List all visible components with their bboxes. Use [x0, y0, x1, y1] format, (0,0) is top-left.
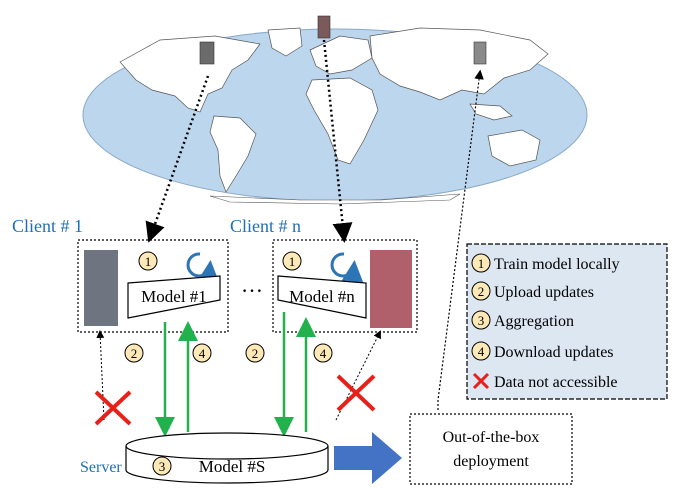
model1-trapezoid	[127, 275, 221, 319]
server-cylinder	[125, 432, 329, 484]
svg-text:4: 4	[320, 346, 327, 361]
deploy-arrow-icon	[334, 432, 402, 484]
svg-text:4: 4	[199, 346, 206, 361]
legend-circle-4	[471, 341, 491, 361]
svg-text:4: 4	[478, 344, 485, 359]
svg-text:3: 3	[159, 459, 166, 474]
legend-text-1: Train model locally	[494, 256, 620, 273]
step3-circle-server	[152, 456, 172, 476]
connector-client1	[145, 75, 210, 243]
svg-text:1: 1	[145, 254, 152, 269]
client1-box	[77, 239, 229, 333]
deployment-line2: deployment	[453, 453, 529, 470]
legend-text-4: Download updates	[494, 344, 614, 361]
svg-text:2: 2	[131, 346, 138, 361]
svg-text:3: 3	[478, 313, 485, 328]
legend-circle-2	[471, 281, 491, 301]
legend-text-2: Upload updates	[494, 284, 594, 301]
cycle-icon-clientn	[330, 252, 365, 286]
legend-text-3: Aggregation	[494, 313, 574, 330]
server-model-label: Model #S	[199, 457, 266, 476]
cross-icon-client1	[94, 390, 132, 426]
legend-circle-1	[471, 253, 491, 273]
svg-text:2: 2	[478, 284, 485, 299]
clientn-person-photo-icon	[370, 250, 412, 328]
modeln-label: Model #n	[289, 287, 355, 306]
step2-circle-clientn	[245, 343, 265, 363]
legend-cross-icon	[472, 372, 490, 390]
connector-deployment	[437, 69, 484, 410]
ellipsis: …	[241, 272, 263, 297]
deployment-box	[409, 413, 573, 485]
person-photo-europe-icon	[317, 15, 331, 39]
cycle-icon-client1	[186, 252, 221, 286]
clientn-box	[272, 239, 418, 333]
step4-circle-client1	[192, 343, 212, 363]
data-path-client1	[96, 330, 105, 421]
client1-person-photo-icon	[84, 250, 118, 326]
server-label: Server	[80, 459, 122, 476]
legend-circle-3	[471, 310, 491, 330]
legend-box	[466, 243, 668, 400]
step1-circle-clientn	[282, 251, 302, 271]
step1-circle-client1	[138, 251, 158, 271]
clientn-label: Client # n	[230, 216, 301, 236]
svg-text:1: 1	[478, 256, 485, 271]
client1-label: Client # 1	[12, 216, 83, 236]
model1-label: Model #1	[141, 287, 207, 306]
modeln-trapezoid	[277, 275, 367, 319]
step2-circle-client1	[124, 343, 144, 363]
deployment-line1: Out-of-the-box	[443, 429, 540, 446]
legend-text-5: Data not accessible	[494, 374, 618, 391]
svg-text:1: 1	[289, 254, 296, 269]
step4-circle-clientn	[313, 343, 333, 363]
person-photo-asia-icon	[473, 41, 487, 65]
connector-clientn	[322, 39, 353, 243]
cross-icon-clientn	[336, 374, 376, 412]
world-map	[82, 15, 588, 205]
svg-text:2: 2	[252, 346, 259, 361]
person-photo-usa-icon	[199, 41, 215, 65]
